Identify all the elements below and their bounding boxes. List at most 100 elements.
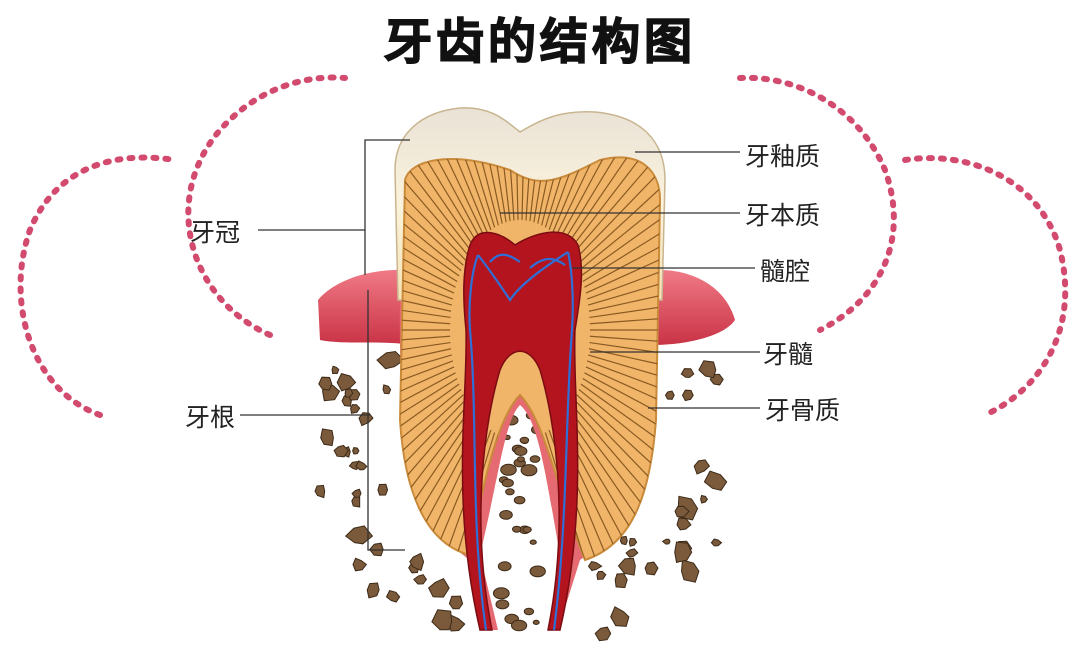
dentin-tubule	[475, 157, 507, 223]
label-pulp-cavity: 髓腔	[760, 257, 811, 286]
leader-lines	[240, 139, 760, 551]
dentin-tubule	[400, 157, 475, 248]
bone-fragment	[344, 388, 354, 398]
dentin-tubule	[541, 157, 589, 226]
dentin-tubule	[588, 261, 660, 306]
dentin-tubule	[400, 372, 456, 448]
bone-fragment	[513, 496, 526, 505]
bone-fragment	[351, 488, 362, 498]
dentin-tubule	[405, 157, 485, 237]
bone-fragment	[331, 365, 340, 374]
bone-fragment	[520, 464, 538, 477]
bone-fragment	[510, 619, 528, 632]
bone-fragment	[698, 360, 717, 379]
bone-fragment	[680, 559, 700, 583]
dotted-arc-decorations	[17, 74, 1069, 418]
dentin-tubule	[400, 228, 455, 294]
dentin-tubule	[576, 157, 660, 266]
dentin-tubule	[400, 278, 452, 312]
dentin-tubule	[500, 157, 515, 221]
dentin-tubule	[585, 228, 660, 294]
dentin-tubule	[565, 157, 660, 248]
dentin-tubule	[400, 244, 454, 300]
bone-fragment	[681, 389, 694, 402]
bone-fragment	[409, 552, 425, 572]
bone-fragment	[382, 384, 392, 395]
bone-fragment	[610, 606, 630, 627]
blood-vessels	[468, 251, 574, 631]
bone-fragment	[505, 488, 515, 496]
dentin-tubule	[400, 335, 451, 348]
bone-fragment	[529, 539, 537, 545]
dentin-tubule	[580, 181, 660, 277]
bone-fragment	[352, 447, 360, 455]
label-pulp: 牙髓	[763, 340, 814, 369]
bone-fragment	[497, 561, 512, 572]
bone-fragment	[500, 463, 517, 476]
dentin-tubule	[400, 157, 467, 261]
bone-fragment	[519, 436, 530, 444]
dentin-tubule	[428, 157, 492, 231]
dentin-tubule	[589, 312, 660, 325]
page-title: 牙齿的结构图	[383, 13, 696, 71]
dentin-tubule	[451, 157, 499, 226]
bone-fragment	[413, 574, 428, 585]
bone-fragment	[492, 587, 510, 600]
dentin-tubule	[533, 157, 565, 223]
dentin-tubule	[521, 157, 527, 221]
bone-fragment	[336, 373, 357, 392]
dentin-tubule	[400, 312, 451, 325]
dentin-tubule	[589, 341, 660, 365]
dentin-tubule	[400, 348, 452, 382]
dentin-tubule	[580, 383, 660, 479]
bone-fragment	[333, 444, 350, 458]
dotted-arc-left-lower	[17, 154, 178, 418]
bone-fragment	[680, 368, 695, 378]
bone-fragment	[625, 548, 639, 558]
dentin-tubule	[400, 399, 467, 521]
dentin-tubule	[555, 157, 635, 237]
dentin-tubule	[400, 295, 451, 319]
dentin-tubule	[525, 157, 540, 221]
dentin-tubule	[562, 157, 655, 244]
bone-fragment	[619, 535, 628, 546]
dentin-tubule	[400, 378, 458, 463]
bone-fragment	[344, 525, 374, 545]
bone-fragment	[710, 538, 723, 547]
bone-fragment	[693, 459, 711, 475]
bone-fragment	[355, 460, 368, 471]
dotted-arc-left-upper	[185, 74, 348, 338]
dentin-tubule	[589, 335, 660, 348]
bone-fragment	[594, 626, 612, 642]
bone-fragment	[617, 557, 636, 576]
dentin-tubule	[400, 157, 482, 240]
label-crown: 牙冠	[190, 218, 241, 247]
bone-fragment	[661, 538, 671, 545]
dentin-tubule	[400, 167, 462, 271]
bone-fragment	[596, 570, 607, 580]
bone-fragment	[628, 537, 638, 547]
dentin-tubule	[529, 157, 552, 222]
dentin-tubule	[578, 389, 660, 493]
dentin-tubule	[537, 157, 577, 224]
bone-fragment	[523, 607, 535, 616]
bone-fragment	[514, 446, 528, 457]
bone-fragment	[644, 561, 659, 576]
bone-fragment	[529, 455, 541, 463]
dentin-tubule	[571, 157, 660, 257]
dotted-arc-right-lower	[902, 155, 1069, 418]
dentin-tubule	[400, 157, 478, 244]
dentin-tubule	[400, 157, 472, 252]
dentin-tubule	[416, 157, 488, 233]
bone-fragment	[314, 484, 326, 499]
dentin-tubule	[588, 348, 660, 382]
bone-fragment	[700, 494, 709, 504]
dentin-tubule	[552, 157, 624, 233]
gum	[652, 269, 735, 345]
bone-fragment	[499, 510, 513, 520]
dentin-tubule	[400, 354, 452, 399]
dentin-tubule	[544, 157, 601, 228]
dentin-tubule	[513, 157, 519, 221]
dentin-tubule	[400, 157, 469, 257]
